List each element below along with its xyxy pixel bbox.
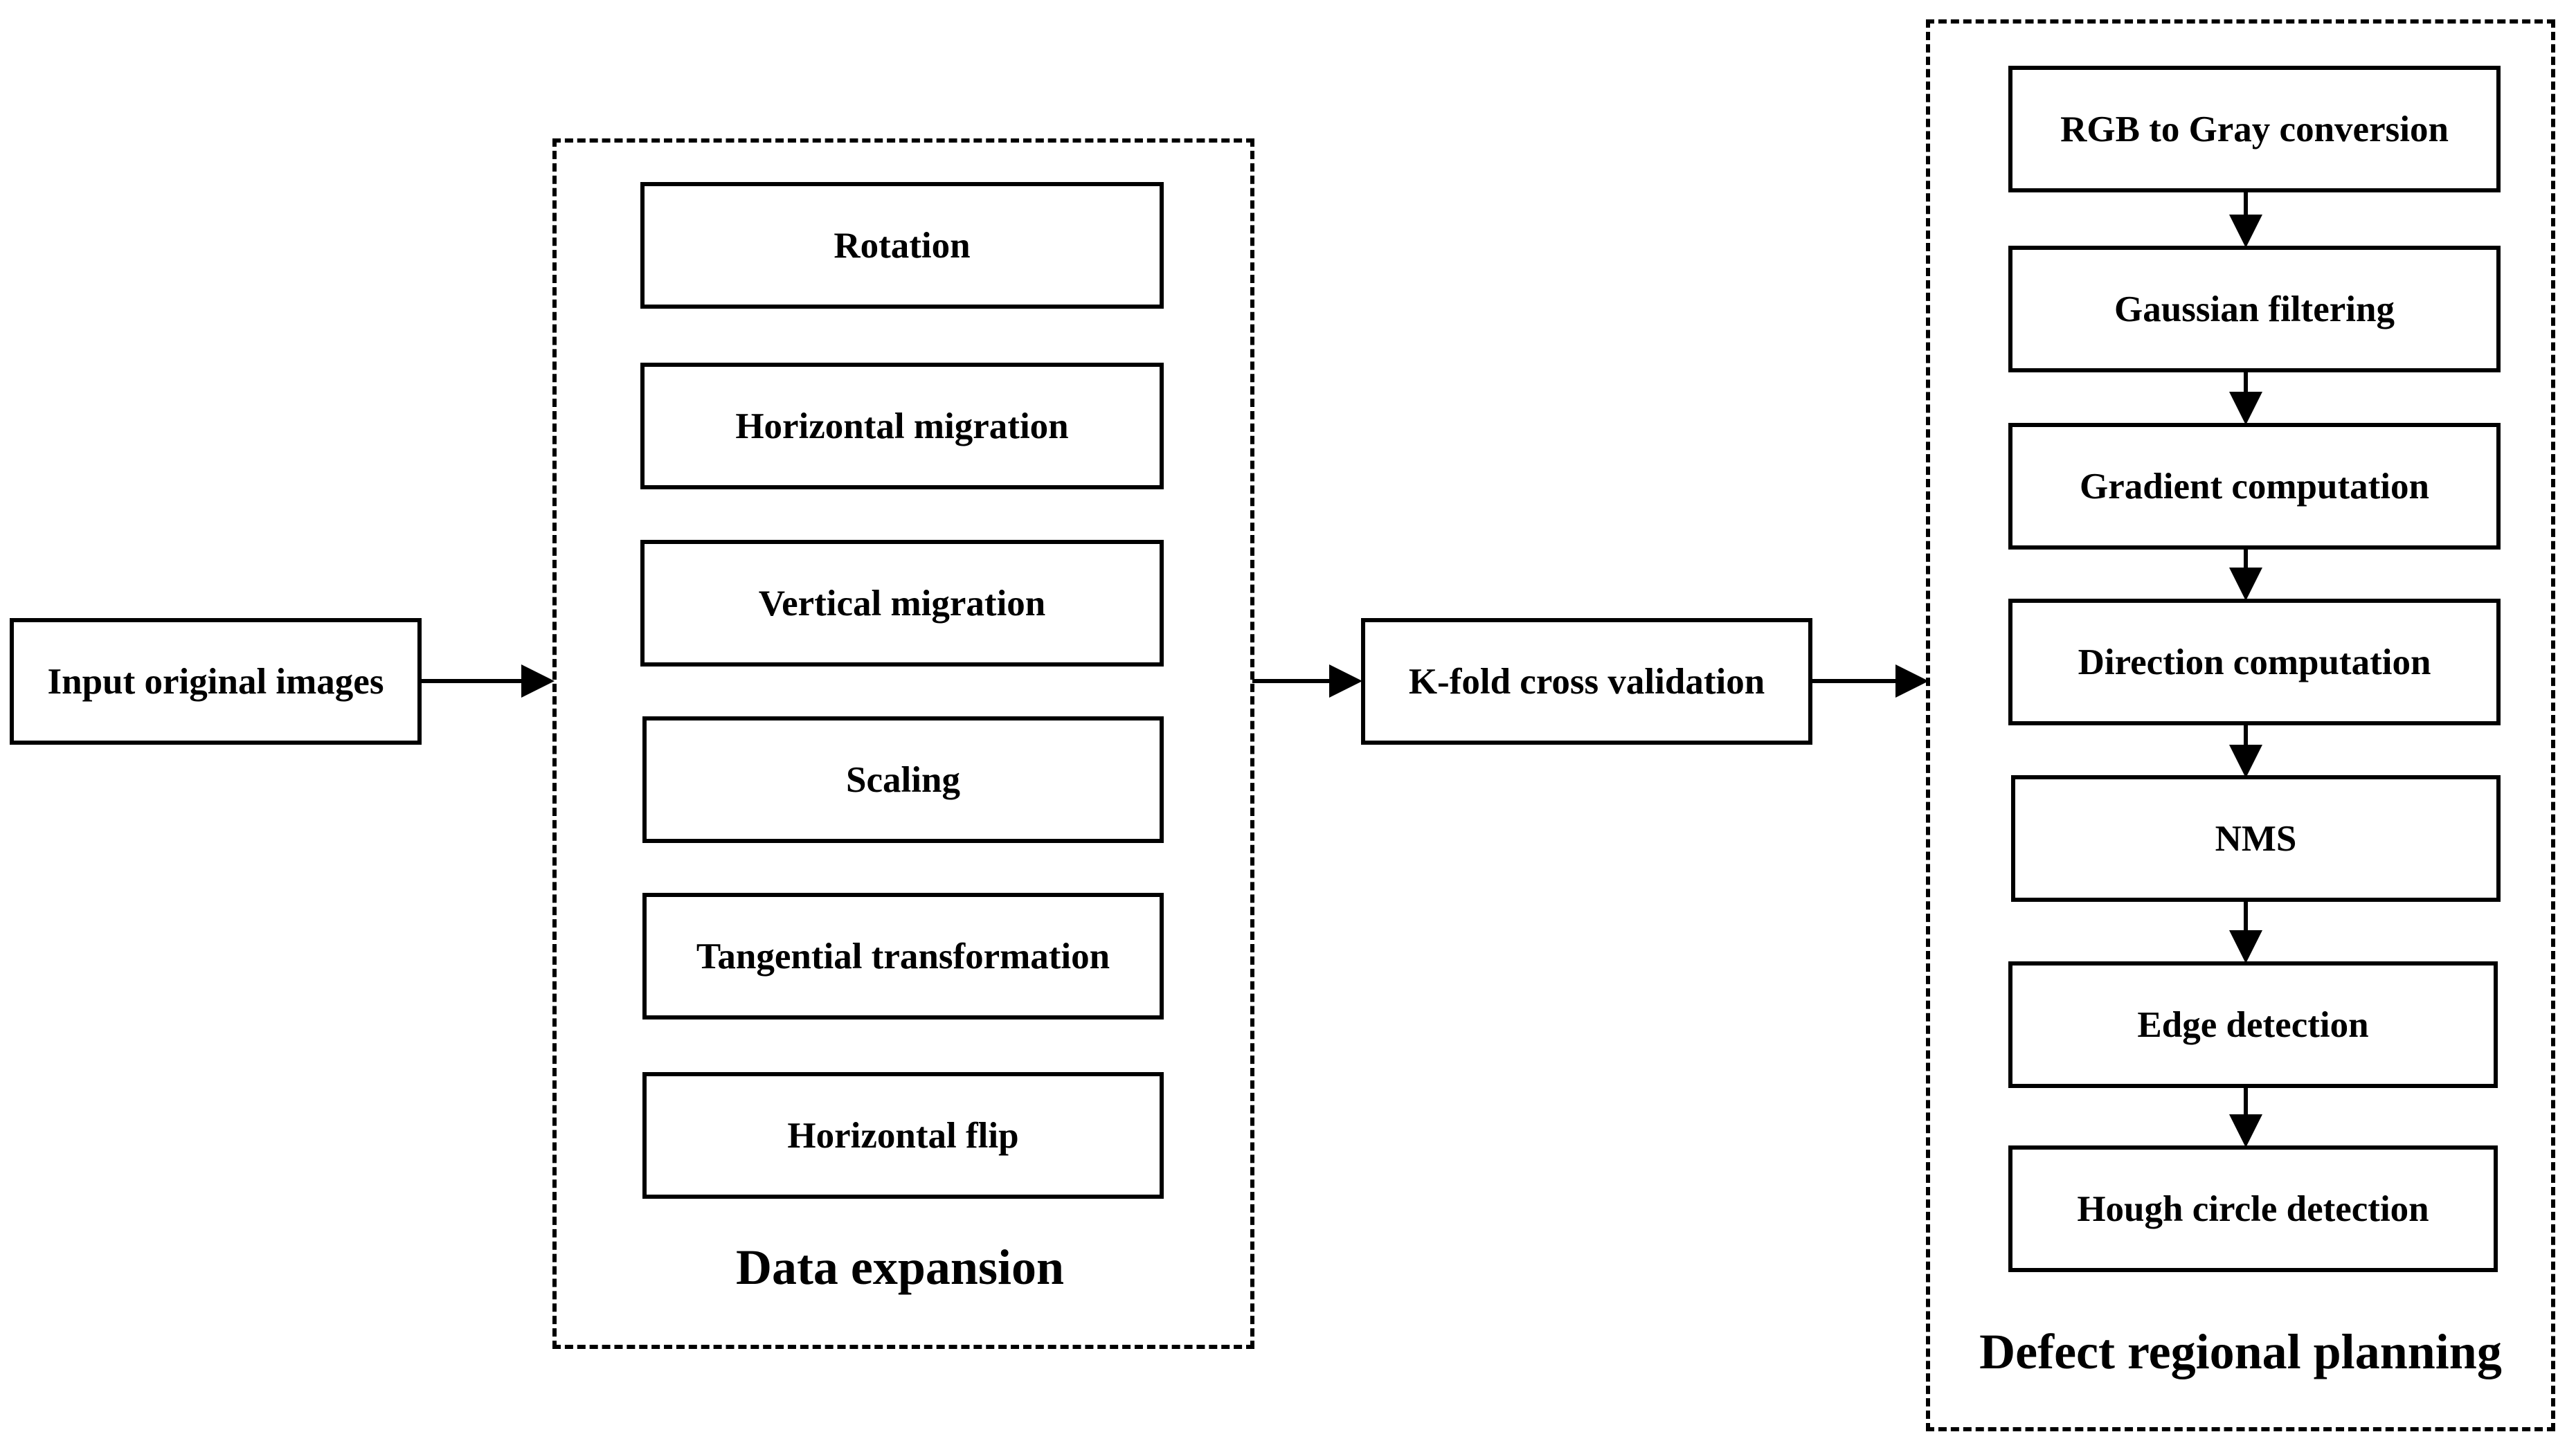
data-expansion-title: Data expansion	[735, 1240, 1065, 1295]
step-scaling: Scaling	[642, 716, 1164, 843]
defect-planning-group	[1926, 19, 2555, 1431]
input-original-images-box: Input original images	[10, 618, 422, 745]
k-fold-validation-box: K-fold cross validation	[1361, 618, 1812, 745]
step-edge-detection: Edge detection	[2008, 961, 2498, 1088]
defect-planning-title: Defect regional planning	[1979, 1324, 2502, 1379]
step-rotation: Rotation	[640, 182, 1164, 309]
step-tangential-transformation: Tangential transformation	[642, 893, 1164, 1019]
step-direction-computation: Direction computation	[2008, 599, 2501, 725]
step-rgb-to-gray: RGB to Gray conversion	[2008, 66, 2501, 192]
step-horizontal-flip: Horizontal flip	[642, 1072, 1164, 1199]
step-hough-circle-detection: Hough circle detection	[2008, 1145, 2498, 1272]
step-gaussian-filtering: Gaussian filtering	[2008, 246, 2501, 372]
data-expansion-group	[552, 138, 1254, 1349]
step-gradient-computation: Gradient computation	[2008, 423, 2501, 550]
step-vertical-migration: Vertical migration	[640, 540, 1164, 667]
step-nms: NMS	[2011, 775, 2501, 902]
validation-label: K-fold cross validation	[1408, 661, 1765, 702]
input-label: Input original images	[47, 661, 384, 702]
step-horizontal-migration: Horizontal migration	[640, 363, 1164, 489]
